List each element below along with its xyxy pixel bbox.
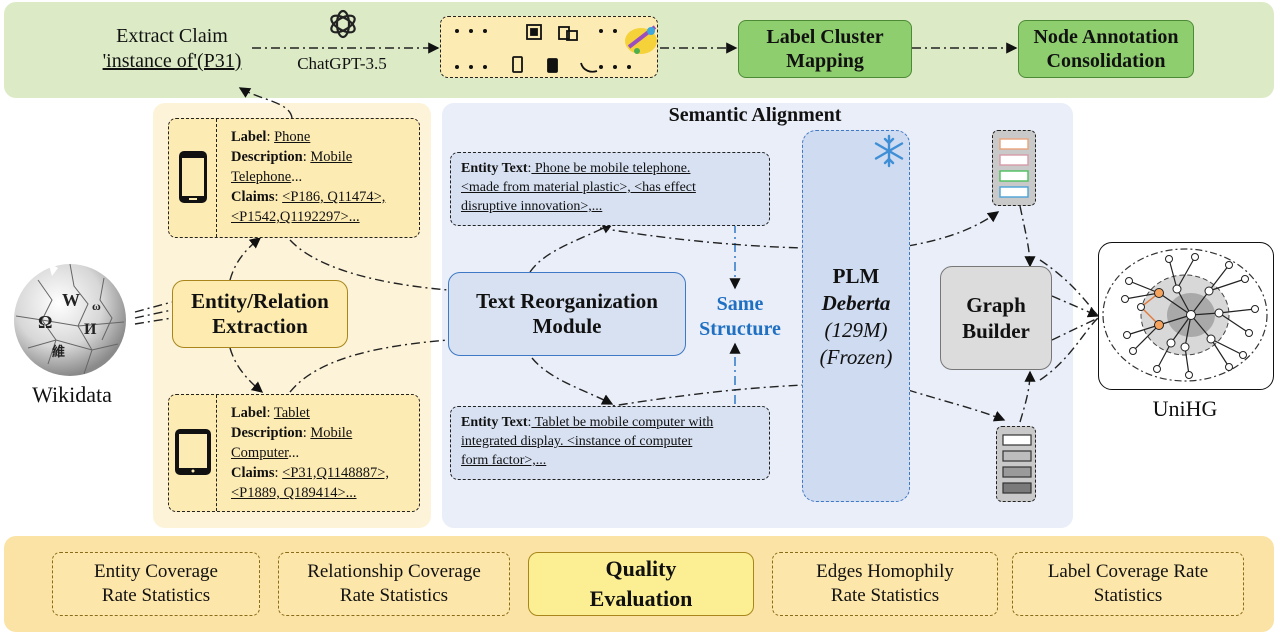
wikipedia-globe-icon: W Ω И 維 ω xyxy=(8,256,136,382)
claims-value: <P31,Q1148887>, xyxy=(282,465,390,481)
label-coverage-stat: Label Coverage Rate Statistics xyxy=(1012,552,1244,616)
relationship-coverage-line2: Rate Statistics xyxy=(339,585,449,606)
reorg-line1: Text Reorganization xyxy=(476,289,658,313)
description-value: Mobile xyxy=(310,425,353,441)
plm-title: PLM xyxy=(832,264,880,288)
svg-text:ω: ω xyxy=(92,299,101,313)
label-cluster-mapping-box: Label Cluster Mapping xyxy=(738,20,912,78)
claims-value-cont: <P1542,Q1192297>... xyxy=(231,209,360,225)
entity-relation-extraction-box: Entity/Relation Extraction xyxy=(172,280,348,348)
plm-frozen: (Frozen) xyxy=(819,345,893,369)
claims-key: Claims xyxy=(231,465,275,481)
plm-deberta-box: PLM Deberta (129M) (Frozen) xyxy=(802,130,910,502)
tablet-entity-card: Label: Tablet Description: Mobile Comput… xyxy=(168,394,420,512)
entity-coverage-line2: Rate Statistics xyxy=(101,585,211,606)
label-cluster-line1: Label Cluster xyxy=(766,26,884,48)
same-structure-line1: Same xyxy=(716,293,764,315)
graph-builder-box: Graph Builder xyxy=(940,266,1052,370)
description-value: Mobile xyxy=(310,149,353,165)
quality-line2: Evaluation xyxy=(589,586,693,611)
description-key: Description xyxy=(231,425,303,441)
edges-homophily-stat: Edges Homophily Rate Statistics xyxy=(772,552,998,616)
plm-model-name: Deberta xyxy=(821,291,891,315)
wikidata-label: Wikidata xyxy=(32,382,112,407)
tablet-text-line3: form factor>,... xyxy=(461,453,547,468)
tablet-icon xyxy=(175,429,211,475)
relationship-coverage-line1: Relationship Coverage xyxy=(307,561,481,582)
node-annotation-line1: Node Annotation xyxy=(1033,26,1179,48)
ellipsis: ... xyxy=(288,445,300,461)
description-value-cont: Telephone xyxy=(231,169,292,185)
label-value: Tablet xyxy=(273,405,310,421)
same-structure-label: Same Structure xyxy=(692,292,788,342)
extraction-line2: Extraction xyxy=(212,314,308,338)
claim-p31: 'instance of'(P31) xyxy=(102,50,242,72)
tablet-text-line2: integrated display. <instance of compute… xyxy=(461,434,693,449)
graph-builder-line2: Builder xyxy=(962,319,1030,343)
relationship-coverage-stat: Relationship Coverage Rate Statistics xyxy=(278,552,510,616)
entity-text-key: Entity Text xyxy=(461,161,528,176)
phone-entity-card: Label: Phone Description: Mobile Telepho… xyxy=(168,118,420,238)
entity-text-key: Entity Text xyxy=(461,415,528,430)
extract-claim-label: Extract Claim 'instance of'(P31) xyxy=(78,24,266,74)
reorg-line2: Module xyxy=(532,314,602,338)
phone-icon-cell xyxy=(169,119,217,237)
tablet-icon-cell xyxy=(169,395,217,511)
unihg-graph-box xyxy=(1098,242,1274,390)
description-key: Description xyxy=(231,149,303,165)
label-coverage-line1: Label Coverage Rate xyxy=(1047,561,1209,582)
entity-coverage-stat: Entity Coverage Rate Statistics xyxy=(52,552,260,616)
phone-card-text: Label: Phone Description: Mobile Telepho… xyxy=(231,129,386,225)
graph-builder-line1: Graph xyxy=(966,293,1026,317)
openai-icon xyxy=(325,6,361,42)
label-cluster-line2: Mapping xyxy=(786,50,864,72)
same-structure-line2: Structure xyxy=(699,318,781,340)
node-annotation-box: Node Annotation Consolidation xyxy=(1018,20,1194,78)
tablet-card-text: Label: Tablet Description: Mobile Comput… xyxy=(231,405,390,501)
device-cluster-box xyxy=(440,16,658,78)
tablet-embedding-icon xyxy=(996,426,1036,502)
phone-text-line1: Phone be mobile telephone. xyxy=(531,161,691,176)
unihg-label: UniHG xyxy=(1152,396,1218,421)
graph-icon xyxy=(1102,248,1268,382)
edges-homophily-line2: Rate Statistics xyxy=(830,585,940,606)
text-reorganization-module-box: Text Reorganization Module xyxy=(448,272,686,356)
svg-text:И: И xyxy=(84,321,97,338)
svg-text:Ω: Ω xyxy=(38,312,52,332)
phone-text-line3: disruptive innovation>,... xyxy=(461,199,603,214)
phone-text-line2: <made from material plastic>, <has effec… xyxy=(461,180,696,195)
ellipsis: ... xyxy=(291,169,303,185)
claims-key: Claims xyxy=(231,189,275,205)
phone-embedding-icon xyxy=(992,130,1036,206)
svg-text:維: 維 xyxy=(52,344,65,359)
phone-icon xyxy=(179,151,207,203)
chatgpt-label: ChatGPT-3.5 xyxy=(297,54,387,73)
claims-value: <P186, Q11474>, xyxy=(282,189,386,205)
svg-text:W: W xyxy=(62,290,80,310)
description-value-cont: Computer xyxy=(231,445,289,461)
phone-entity-text-box: Entity Text: Phone be mobile telephone. … xyxy=(450,152,770,226)
label-key: Label xyxy=(231,405,267,421)
label-key: Label xyxy=(231,129,267,145)
snowflake-icon xyxy=(871,133,907,169)
semantic-alignment-title: Semantic Alignment xyxy=(668,104,842,126)
extraction-line1: Entity/Relation xyxy=(191,289,329,313)
quality-line1: Quality xyxy=(605,556,677,581)
edges-homophily-line1: Edges Homophily xyxy=(816,561,954,582)
claims-value-cont: <P1889, Q189414>... xyxy=(231,485,357,501)
node-annotation-line2: Consolidation xyxy=(1046,50,1166,72)
plm-size: (129M) xyxy=(824,318,888,342)
label-value: Phone xyxy=(274,129,311,145)
tablet-text-line1: Tablet be mobile computer with xyxy=(531,415,714,430)
quality-evaluation-box: Quality Evaluation xyxy=(528,552,754,616)
entity-coverage-line1: Entity Coverage xyxy=(94,561,218,582)
extract-claim-title: Extract Claim xyxy=(116,25,228,47)
label-coverage-line2: Statistics xyxy=(1093,585,1163,606)
tablet-entity-text-box: Entity Text: Tablet be mobile computer w… xyxy=(450,406,770,480)
